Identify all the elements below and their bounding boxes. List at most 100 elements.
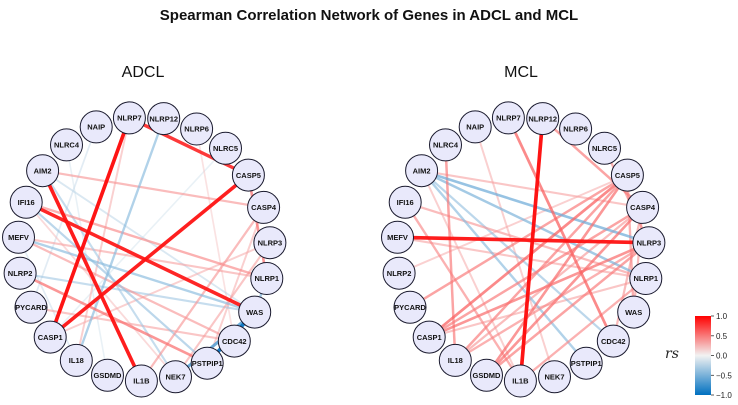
edge-il18-casp4 [454, 206, 644, 362]
panel-adcl: ADCL NLRP12NLRP6NLRC5CASP5CASP4NLRP3NLRP… [2, 64, 287, 398]
legend-tick-label: 1.0 [716, 312, 728, 321]
panel-title-mcl: MCL [504, 64, 538, 81]
edge-nlrc5-casp1 [49, 147, 227, 338]
legend-tick-label: −0.5 [716, 371, 732, 380]
edge-nlrp3-casp1 [49, 241, 271, 339]
edge-naip-nek7 [474, 125, 556, 378]
node-circle [3, 256, 37, 290]
edge-nlrp3-casp1 [427, 241, 651, 339]
node-label: IFI16 [18, 198, 35, 207]
edge-aim2-casp4 [41, 169, 265, 209]
node-nek7: NEK7 [538, 360, 571, 394]
edge-casp4-cdc42 [612, 206, 644, 343]
node-aim2: AIM2 [405, 154, 439, 188]
node-nlrp12: NLRP12 [526, 102, 560, 136]
edge-aim2-casp4 [420, 169, 644, 209]
node-label: AIM2 [34, 166, 52, 175]
edge-nlrp2-was [19, 272, 256, 314]
node-naip: NAIP [79, 110, 113, 144]
node-ifi16: IFI16 [9, 185, 43, 219]
node-label: CASP4 [251, 203, 277, 212]
node-label: MEFV [8, 233, 29, 242]
edge-casp4-il1b [140, 206, 265, 383]
edge-casp4-gsdmd [485, 206, 644, 377]
node-label: IL1B [133, 377, 150, 386]
edge-mefv-nlrp1 [396, 236, 647, 280]
node-il1b: IL1B [124, 364, 158, 398]
node-circle [147, 102, 181, 136]
node-label: NLRC5 [592, 144, 617, 153]
node-nlrc4: NLRC4 [429, 128, 462, 162]
node-was: WAS [238, 295, 272, 329]
node-nlrc5: NLRC5 [588, 131, 621, 165]
edge-nlrp2-casp5 [398, 174, 629, 275]
node-cdc42: CDC42 [596, 324, 630, 358]
node-label: PYCARD [15, 303, 47, 312]
node-nlrp3: NLRP3 [632, 226, 666, 260]
node-casp1: CASP1 [412, 320, 446, 354]
node-nlrp6: NLRP6 [559, 112, 593, 146]
node-label: NLRC4 [433, 141, 459, 150]
node-casp4: CASP4 [247, 190, 281, 224]
node-circle [412, 320, 446, 354]
legend-title: rs [665, 346, 679, 362]
node-label: NLRP2 [8, 269, 33, 278]
node-label: NEK7 [544, 373, 564, 382]
edge-nlrp12-casp4 [541, 117, 644, 209]
node-label: NLRP3 [637, 238, 662, 247]
edge-nlrp12-il18 [75, 117, 165, 362]
node-circle [180, 112, 214, 146]
node-nek7: NEK7 [159, 360, 192, 394]
node-label: PSTPIP1 [571, 359, 602, 368]
node-label: WAS [625, 308, 642, 317]
node-label: NLRP1 [634, 274, 659, 283]
node-circle [458, 110, 492, 144]
node-circle [190, 346, 224, 380]
node-aim2: AIM2 [26, 154, 60, 188]
node-circle [381, 220, 414, 254]
legend-tick-label: −1.0 [716, 391, 732, 400]
edge-casp5-nlrp1 [247, 173, 269, 280]
node-label: NEK7 [165, 373, 185, 382]
edge-nlrp3-il18 [454, 241, 651, 362]
node-circle [231, 158, 265, 192]
node-circle [491, 101, 525, 135]
node-circle [9, 185, 43, 219]
legend-ticks: 1.00.50.0−0.5−1.0 [711, 312, 732, 400]
node-il18: IL18 [59, 343, 93, 377]
node-label: NAIP [87, 123, 105, 132]
node-circle [393, 290, 427, 324]
node-naip: NAIP [458, 110, 492, 144]
node-circle [247, 190, 281, 224]
node-label: GSDMD [473, 371, 502, 380]
node-circle [209, 131, 242, 165]
node-circle [470, 358, 503, 392]
node-label: IL18 [69, 356, 84, 365]
node-circle [2, 220, 35, 254]
node-circle [14, 290, 48, 324]
node-label: MEFV [387, 233, 408, 242]
node-circle [33, 320, 67, 354]
node-circle [50, 128, 83, 162]
node-casp4: CASP4 [626, 190, 660, 224]
node-circle [382, 256, 416, 290]
node-circle [588, 131, 621, 165]
node-was: WAS [617, 295, 651, 329]
node-circle [405, 154, 439, 188]
node-circle [217, 324, 251, 358]
edge-mefv-cdc42 [17, 236, 236, 343]
node-label: CASP4 [630, 203, 656, 212]
node-label: IL18 [448, 356, 463, 365]
edge-casp5-casp1 [48, 173, 251, 339]
edge-ifi16-nlrp1 [25, 201, 268, 280]
node-label: CASP5 [236, 171, 261, 180]
node-casp5: CASP5 [231, 158, 265, 192]
node-il1b: IL1B [503, 364, 537, 398]
node-cdc42: CDC42 [217, 324, 251, 358]
edge-casp5-casp1 [427, 173, 629, 339]
node-label: IL1B [512, 377, 529, 386]
node-mefv: MEFV [2, 220, 35, 254]
node-circle [438, 343, 472, 377]
node-label: NLRP1 [255, 274, 280, 283]
